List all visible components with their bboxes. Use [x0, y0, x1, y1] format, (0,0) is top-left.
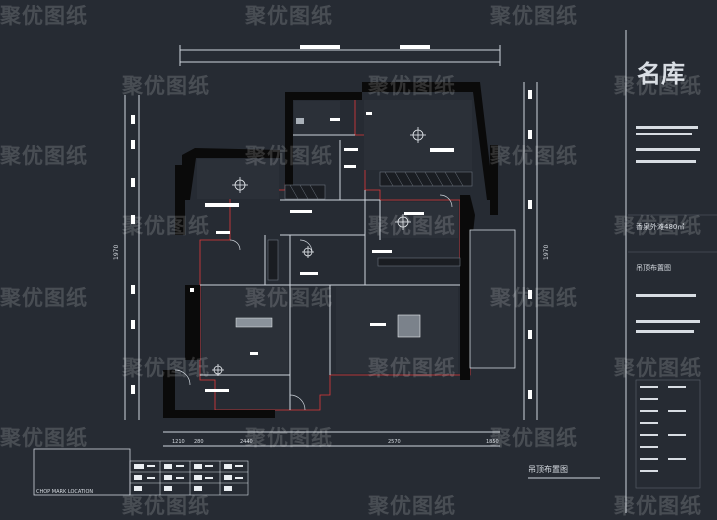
ceiling-light-icon: [410, 127, 426, 143]
right-dimension-line: [523, 82, 538, 420]
balcony-outline: [469, 229, 516, 369]
info-line: [636, 330, 694, 333]
info-line: [636, 148, 700, 151]
hatch-lines: [289, 171, 464, 200]
ceiling-lights: [212, 127, 426, 376]
interior-walls: [200, 134, 460, 410]
bottom-dim-text: 2440: [240, 439, 253, 445]
drawing-name: 吊顶布置图: [636, 263, 671, 272]
left-dim-text: 1970: [113, 245, 120, 260]
plan-caption: 吊顶布置图: [528, 464, 568, 474]
legend-table: [129, 460, 249, 496]
room-dining: [202, 287, 288, 373]
ceiling-light-icon: [232, 177, 248, 193]
dimension-ticks: [131, 90, 532, 399]
bottom-dim-text: 1210: [172, 439, 185, 445]
legend-symbols: [134, 464, 243, 491]
ceiling-light-icon: [395, 214, 411, 230]
brand-logo: 名库: [637, 60, 685, 88]
signature-grid: [635, 379, 701, 489]
ceiling-light-icon: [302, 246, 314, 258]
window-hatch-strips: [267, 171, 473, 281]
project-name: 香泉外滩480㎡: [636, 222, 684, 231]
bottom-dim-labels: 1210 280 2440 2570 1850: [172, 439, 499, 445]
top-dim-label: [400, 45, 430, 49]
room-balcony: [470, 230, 515, 368]
chop-mark-label: CHOP MARK LOCATION: [36, 489, 93, 495]
chandelier-fixture: [397, 314, 421, 338]
title-block: 香泉外滩480㎡ 吊顶布置图: [628, 126, 717, 489]
bottom-dim-text: 1850: [486, 439, 499, 445]
bottom-dim-text: 280: [194, 439, 204, 445]
top-dim-label: [300, 45, 340, 49]
room-left-bedroom: [197, 159, 279, 199]
room-living: [336, 287, 458, 373]
left-dimension-line: [124, 95, 140, 420]
top-dimension-line: [179, 45, 501, 66]
bottom-dimension-line: [163, 431, 500, 447]
company-line: [636, 126, 698, 129]
info-line: [636, 160, 696, 163]
company-line: [636, 133, 692, 135]
info-line: [636, 320, 700, 323]
room-right-bedroom: [382, 202, 458, 238]
dining-pendant-fixture: [235, 317, 273, 328]
exterior-walls: [163, 82, 498, 418]
info-line: [636, 294, 696, 297]
ceiling-light-icon: [212, 364, 224, 376]
right-dim-text: 1970: [543, 245, 550, 260]
annotation-tags: [190, 112, 454, 392]
room-upper-small: [294, 101, 340, 134]
bottom-dim-text: 2570: [388, 439, 401, 445]
small-fixture: [296, 118, 304, 124]
